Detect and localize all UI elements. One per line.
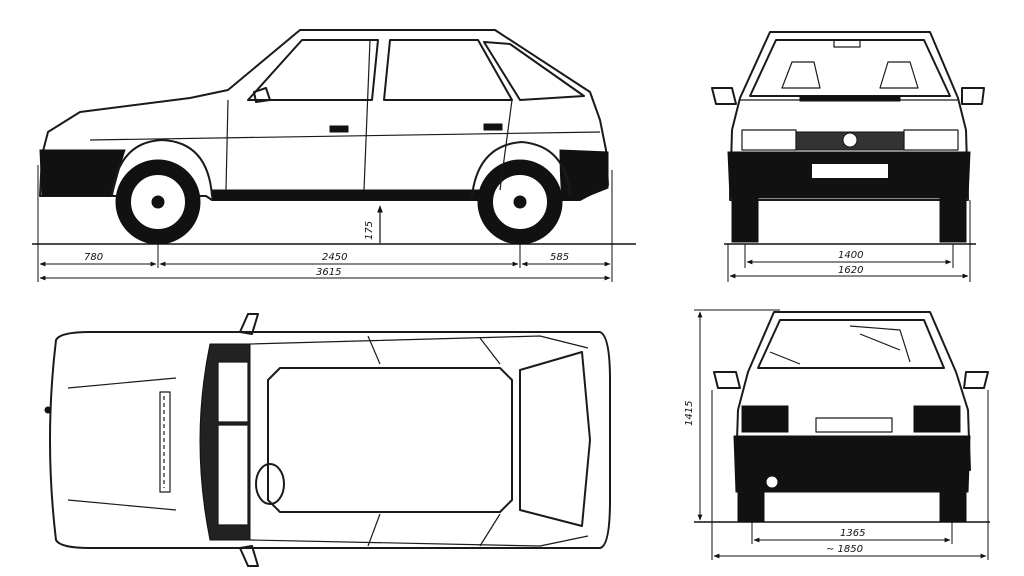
rear-view: 1415 1365 ~ 1850 [684,309,990,560]
rear-bumper [733,435,971,493]
side-rear-wheel [477,159,563,245]
front-view: 1400 1620 [711,31,985,282]
mirror-width-label: ~ 1850 [826,544,863,555]
top-rear-window [519,351,591,527]
ground-clearance-label: 175 [364,221,375,240]
overall-length-label: 3615 [316,267,341,278]
side-body-outline [39,29,609,201]
side-rear-bumper [559,149,609,201]
side-view: 175 780 2450 585 3615 [32,29,636,282]
overall-width-label: 1620 [838,265,863,276]
front-track-label: 1400 [838,250,863,261]
rear-track-label: 1365 [840,528,865,539]
front-overhang-label: 780 [84,252,103,263]
rear-body-outline [735,311,971,471]
top-view [44,313,611,567]
rear-overhang-label: 585 [550,252,569,263]
side-sill [211,189,481,201]
rear-window [757,319,945,369]
side-front-wheel [115,159,201,245]
side-front-window [247,39,379,101]
height-label: 1415 [684,401,695,426]
wheelbase-label: 2450 [322,252,347,263]
top-roof [267,367,513,513]
side-rear-window [383,39,513,101]
top-body-outline [49,331,611,549]
side-quarter-window [483,41,585,101]
